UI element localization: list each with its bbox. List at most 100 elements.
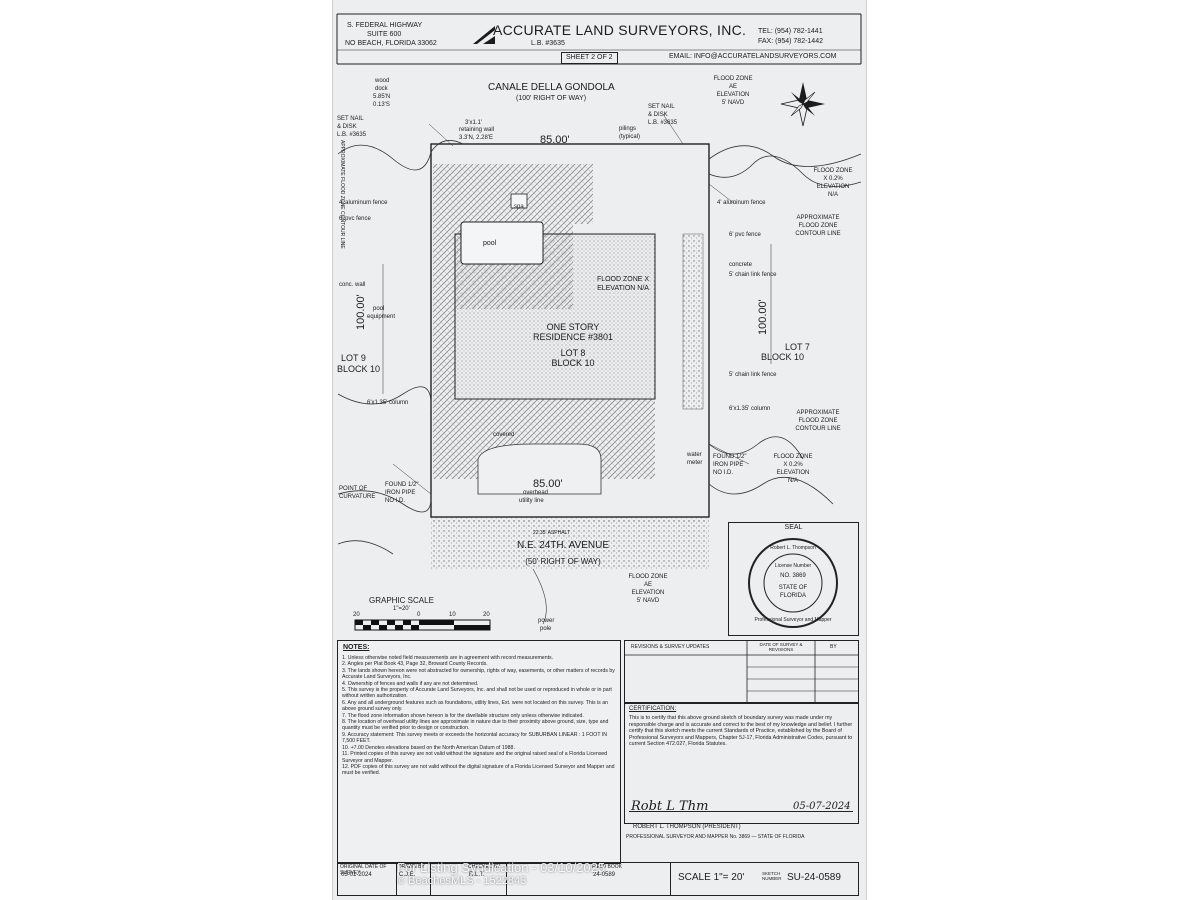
revisions-date-col: DATE OF SURVEY & REVISIONS [759,642,803,652]
signature-date: 05-07-2024 [793,801,851,812]
flood-x02-bot-1: FLOOD ZONE [773,454,813,460]
found-pipe-left-1: FOUND 1/2" [385,482,419,488]
pilings-1: pilings [619,126,637,132]
flood-ae-bot-3: ELEVATION [631,590,665,596]
sketch-number-value: SU-24-0589 [787,872,841,883]
seal-state-1: STATE OF [778,585,808,591]
lot9-block: BLOCK 10 [337,364,381,374]
approx-contour-3: CONTOUR LINE [795,231,841,237]
orig-date-label: ORIGINAL DATE OF SURVEY [340,864,387,876]
drawn-by-value: C.J.E. [399,872,416,878]
scale-tick-3: 10 [449,612,456,618]
water-meter-1: water [687,452,702,458]
header-rules [336,13,862,65]
retaining-3: 3.3'N, 2.28'E [459,135,493,141]
water-meter-2: meter [687,460,703,466]
drawn-by-cell: DRAWN BY C.J.E. [396,863,431,895]
point-curvature-2: CURVATURE [339,494,376,500]
field-book-cell: FIELD BOOK 24-0589 [590,863,671,895]
chain-fence-top: 5' chain link fence [729,272,777,278]
orig-date-cell: ORIGINAL DATE OF SURVEY 05-01-2024 [338,863,397,895]
note-item: 6. Any and all underground features such… [342,699,608,713]
approx-contour-1: APPROXIMATE [796,215,840,221]
lot8-label: LOT 8 [560,348,586,358]
seal-title: SEAL [784,524,803,531]
checked-by-cell: CHECKED BY R.L.T. [466,863,507,895]
flood-x02-top-2: X 0.2% [823,176,843,182]
spa-outline [510,193,528,209]
pool-equip-1: pool [373,306,385,312]
certification-heading: CERTIFICATION: [629,706,677,712]
power-pole-2: pole [540,626,552,632]
lot8-block: BLOCK 10 [551,358,595,368]
note-item: 12. PDF copies of this survey are not va… [342,763,615,777]
set-nail-right-1: SET NAIL [648,104,675,110]
pool-label: pool [483,240,497,247]
checked-by-label: CHECKED BY [468,864,501,870]
approx-contour-lower-1: APPROXIMATE [796,410,840,416]
found-pipe-left-3: NO I.D. [385,498,406,504]
sketch-number-label: SKETCH NUMBER [762,871,782,881]
surveyor-title: PROFESSIONAL SURVEYOR AND MAPPER No. 386… [626,834,805,840]
surveyor-signature: Robt L Thm [631,799,709,814]
note-item: 9. Accuracy statement: This survey meets… [342,731,608,745]
found-pipe-left-2: IRON PIPE [385,490,416,496]
orig-date-value: 05-01-2024 [341,872,372,878]
spa-label: spa [514,204,524,210]
address-line-3: NO BEACH, FLORIDA 33062 [345,40,437,47]
wood-dock-2: dock [375,86,388,92]
scale-value: SCALE 1"= 20' [678,872,745,883]
email: EMAIL: INFO@ACCURATELANDSURVEYORS.COM [669,53,837,60]
notes-heading: NOTES: [343,644,370,651]
lot7-label: LOT 7 [785,342,810,352]
certification-panel: CERTIFICATION: This is to certify that t… [624,702,859,824]
found-pipe-right-2: IRON PIPE [713,462,744,468]
scale-tick-2: 0 [417,612,421,618]
address-line-2: SUITE 600 [367,31,402,38]
revisions-table: REVISIONS & SURVEY UPDATES DATE OF SURVE… [624,640,859,704]
flood-x02-top-3: ELEVATION [816,184,850,190]
site-plan-drawing [337,82,862,631]
field-book-label: FIELD BOOK [592,864,623,870]
lot7-block: BLOCK 10 [761,352,805,362]
notes-list: 1. Unless otherwise noted field measurem… [342,655,618,777]
flood-x02-bot-2: X 0.2% [783,462,803,468]
seal-state-2: FLORIDA [779,593,806,599]
flood-ae-bot-4: 5' NAVD [636,598,660,604]
checked-by-value: R.L.T. [469,872,485,878]
note-item: 7. The flood zone information shown here… [342,712,584,719]
column-left: 6'x1.35' column [367,400,409,406]
note-item: 4. Ownership of fences and walls if any … [342,680,479,687]
found-pipe-right-3: NO I.D. [713,470,734,476]
canal-row: (100' RIGHT OF WAY) [516,95,587,102]
flood-x02-top-1: FLOOD ZONE [813,168,853,174]
surveyor-seal [748,538,838,628]
seal-ring-bottom: Professional Surveyor and Mapper [754,617,832,623]
dim-left: 100.00' [355,294,367,330]
residence-line-1: ONE STORY [546,322,600,332]
fax: FAX: (954) 782-1442 [758,38,823,45]
field-book-value: 24-0589 [593,872,616,878]
flood-x02-bot-3: ELEVATION [776,470,810,476]
flood-ae-bot-2: AE [643,582,652,588]
retaining-2: retaining wall [459,127,495,133]
company-logo [473,26,495,44]
flood-x02-top-4: N/A [827,192,838,198]
pool-equip-2: equipment [367,314,396,320]
listing-watermark: For Listing Syndication - 03/10/2025 [397,860,606,875]
set-nail-left-3: L.B. #3635 [337,132,367,138]
conc-wall-label: conc. wall [339,282,366,288]
found-pipe-right-1: FOUND 1/2" [713,454,747,460]
graphic-scale-title: GRAPHIC SCALE [369,596,434,605]
address-line-1: S. FEDERAL HIGHWAY [347,22,423,29]
north-arrow [780,82,825,127]
approx-contour-vertical: APPROXIMATE FLOOD ZONE CONTOUR LINE [339,140,345,249]
flood-ae-top-1: FLOOD ZONE [713,76,753,82]
dim-bottom: 85.00' [533,478,563,490]
fence-pvc-left: 6' pvc fence [339,216,371,222]
scale-tick-4: 20 [483,612,490,618]
canal-name: CANALE DELLA GONDOLA [488,82,615,93]
asphalt-width: 22.35' ASPHALT [533,530,570,536]
note-item: 1. Unless otherwise noted field measurem… [342,655,554,661]
approx-contour-lower-2: FLOOD ZONE [798,418,838,424]
